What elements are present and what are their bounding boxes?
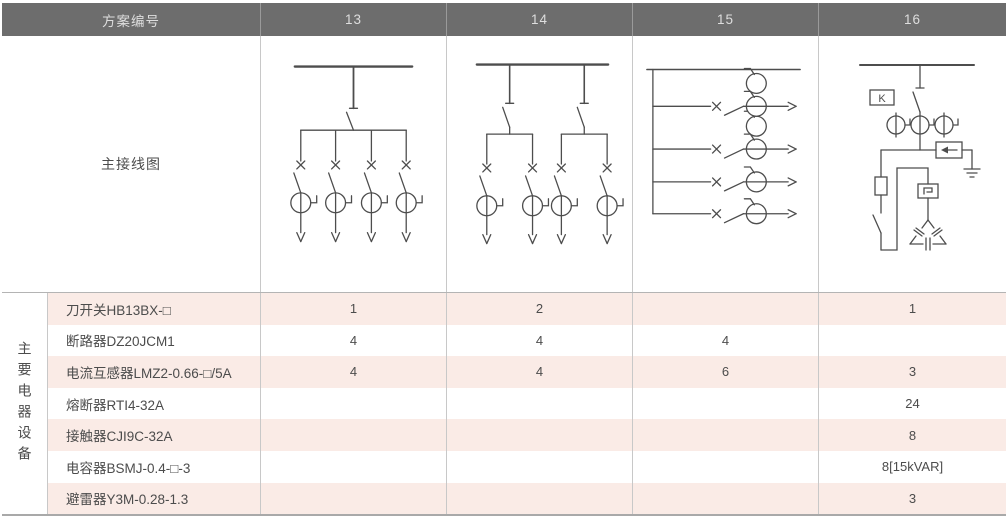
equipment-section: 主要电器设备 刀开关HB13BX-□ 1 2 1 断路器DZ20JCM1 4 4…: [2, 292, 1006, 517]
diagram-cell-14: [446, 36, 632, 292]
qty-scheme-16: 8: [818, 419, 1006, 451]
equipment-name: 熔断器RTI4-32A: [66, 397, 165, 413]
qty-scheme-16: 8[15kVAR]: [818, 450, 1006, 483]
qty-scheme-15: [632, 293, 818, 325]
qty-scheme-14: 4: [446, 356, 632, 388]
qty-scheme-14: [446, 419, 632, 451]
qty-scheme-13: [260, 450, 446, 483]
equipment-name: 刀开关HB13BX-□: [66, 302, 171, 318]
equipment-section-vertical-label: 主要电器设备: [16, 340, 33, 467]
qty-scheme-13: 4: [260, 356, 446, 388]
qty-scheme-15: 6: [632, 356, 818, 388]
equipment-row-current-transformer: 电流互感器LMZ2-0.66-□/5A 4 4 6 3: [48, 356, 1006, 388]
qty-scheme-16: [818, 324, 1006, 357]
header-scheme-13: 13: [260, 3, 446, 36]
qty-scheme-14: 2: [446, 293, 632, 325]
diagram-cell-15: [632, 36, 818, 292]
qty-scheme-14: [446, 482, 632, 515]
header-scheme-15: 15: [632, 3, 818, 36]
qty-scheme-16: 1: [818, 293, 1006, 325]
diagram-cell-16: K: [818, 36, 1006, 292]
k-box-label: K: [878, 93, 886, 105]
table-header-row: 方案编号 13 14 15 16: [2, 3, 1006, 36]
equipment-name: 电容器BSMJ-0.4-□-3: [66, 460, 191, 476]
header-scheme-14: 14: [446, 3, 632, 36]
qty-scheme-15: [632, 482, 818, 515]
qty-scheme-15: [632, 450, 818, 483]
equipment-row-contactor: 接触器CJI9C-32A 8: [48, 419, 1006, 451]
diagram-cell-13: [260, 36, 446, 292]
equipment-row-surge-arrester: 避雷器Y3M-0.28-1.3 3: [48, 482, 1006, 515]
qty-scheme-14: [446, 387, 632, 420]
equipment-row-fuse: 熔断器RTI4-32A 24: [48, 387, 1006, 420]
equipment-name: 接触器CJI9C-32A: [66, 429, 173, 445]
equipment-name: 电流互感器LMZ2-0.66-□/5A: [66, 365, 232, 381]
single-line-diagram-16: K: [858, 64, 981, 251]
single-line-diagram-13: [290, 65, 423, 243]
equipment-row-capacitor: 电容器BSMJ-0.4-□-3 8[15kVAR]: [48, 450, 1006, 483]
qty-scheme-13: 1: [260, 293, 446, 325]
qty-scheme-15: 4: [632, 324, 818, 357]
diagram-row-label-cell: 主接线图: [2, 36, 260, 292]
equipment-name: 避雷器Y3M-0.28-1.3: [66, 492, 189, 508]
qty-scheme-13: [260, 419, 446, 451]
qty-scheme-14: [446, 450, 632, 483]
single-line-diagram-14: [475, 63, 624, 245]
header-scheme-number: 方案编号: [102, 13, 160, 29]
header-scheme-16: 16: [818, 3, 1006, 36]
qty-scheme-13: 4: [260, 324, 446, 357]
qty-scheme-16: 24: [818, 387, 1006, 420]
equipment-row-circuit-breaker: 断路器DZ20JCM1 4 4 4: [48, 324, 1006, 357]
equipment-name: 断路器DZ20JCM1: [66, 334, 175, 350]
equipment-section-label-cell: 主要电器设备: [2, 293, 48, 515]
diagram-row: 主接线图: [2, 36, 1006, 292]
qty-scheme-13: [260, 387, 446, 420]
qty-scheme-14: 4: [446, 324, 632, 357]
equipment-row-knife-switch: 刀开关HB13BX-□ 1 2 1: [48, 293, 1006, 325]
equipment-rows: 刀开关HB13BX-□ 1 2 1 断路器DZ20JCM1 4 4 4 电流互感…: [48, 293, 1006, 515]
single-line-diagram-15: [646, 67, 801, 225]
qty-scheme-16: 3: [818, 482, 1006, 515]
qty-scheme-13: [260, 482, 446, 515]
diagram-row-label: 主接线图: [101, 156, 161, 172]
qty-scheme-15: [632, 387, 818, 420]
qty-scheme-15: [632, 419, 818, 451]
qty-scheme-16: 3: [818, 356, 1006, 388]
